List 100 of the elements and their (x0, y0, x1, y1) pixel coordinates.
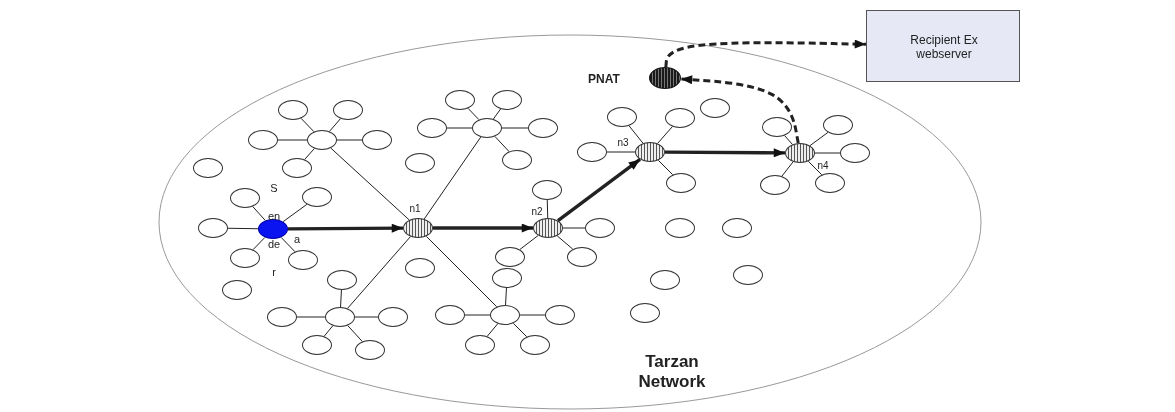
connector-line (546, 199, 549, 219)
node-circle (762, 117, 792, 137)
connector-line (300, 117, 315, 133)
node-circle (495, 247, 525, 267)
arrow (288, 223, 403, 233)
node-circle (198, 218, 228, 238)
arrow (557, 158, 641, 222)
connector-line (323, 325, 334, 337)
node-circle (405, 258, 435, 278)
node-circle (222, 280, 252, 300)
node-circle (492, 268, 522, 288)
node-circle (417, 118, 447, 138)
connector-line (467, 107, 480, 121)
connector-line (814, 152, 841, 154)
node-circle (665, 108, 695, 128)
connector-line (354, 316, 379, 318)
node-circle (585, 218, 615, 238)
connector-line (296, 316, 326, 318)
node-circle (267, 307, 297, 327)
node-label: n2 (531, 205, 543, 217)
node-circle (840, 143, 870, 163)
node-circle (405, 153, 435, 173)
connector-line (809, 131, 829, 147)
node-label: n3 (617, 136, 629, 148)
connector-line (486, 323, 499, 337)
node-circle (815, 173, 845, 193)
node-caption: a (293, 233, 301, 245)
node-circle (465, 335, 495, 355)
connector-line (519, 314, 546, 316)
node-circle (577, 142, 607, 162)
node-circle (307, 130, 337, 150)
node-label: n4 (817, 159, 829, 171)
node-circle (193, 158, 223, 178)
connector-line (330, 147, 410, 221)
arrow (664, 39, 867, 68)
node-circle (378, 307, 408, 327)
node-circle (327, 270, 357, 290)
node-circle (733, 265, 763, 285)
node-circle (230, 248, 260, 268)
node-circle (230, 188, 260, 208)
connector-line (556, 235, 574, 250)
node-circle (282, 158, 312, 178)
network-label: Tarzan Network (637, 352, 707, 392)
connector-line (657, 126, 673, 144)
connector-line (423, 136, 482, 220)
connector-line (347, 325, 363, 342)
node-circle (445, 90, 475, 110)
node-circle (665, 218, 695, 238)
node-circle (700, 98, 730, 118)
connector-line (628, 125, 644, 144)
node-circle (248, 130, 278, 150)
connector-line (329, 118, 341, 132)
node-circle (333, 100, 363, 120)
connector-line (784, 135, 793, 145)
connector-line (492, 108, 502, 120)
node-circle (650, 270, 680, 290)
connector-line (494, 136, 510, 152)
node-circle (532, 180, 562, 200)
node-circle (567, 247, 597, 267)
connector-line (280, 236, 296, 253)
connector-line (512, 322, 528, 338)
node-circle (528, 118, 558, 138)
node-circle (490, 305, 520, 325)
node-circle (722, 218, 752, 238)
node-circle (607, 107, 637, 127)
node-label: PNAT (588, 72, 620, 86)
connector-line (304, 148, 315, 160)
connector-line (340, 289, 342, 308)
connector-line (501, 127, 529, 129)
node-circle (760, 175, 790, 195)
node-circle (435, 305, 465, 325)
connector-line (425, 235, 498, 308)
connector-line (781, 161, 794, 177)
connector-line (464, 314, 491, 316)
arrow (433, 223, 533, 233)
connector-line (657, 159, 674, 176)
node-circle (288, 250, 318, 270)
connector-line (347, 236, 411, 309)
node-circle (630, 303, 660, 323)
server-label: Recipient Ex webserver (909, 33, 979, 61)
connector-line (505, 287, 507, 306)
connector-line (277, 139, 308, 141)
connector-line (807, 160, 823, 176)
node-circle (502, 150, 532, 170)
connector-line (336, 139, 363, 141)
connector-line (252, 206, 266, 221)
node-circle (666, 173, 696, 193)
arrow (680, 75, 800, 144)
server-box (866, 10, 1020, 82)
node-circle (278, 100, 308, 120)
node-circle (823, 115, 853, 135)
connector-line (519, 235, 539, 250)
connector-line (227, 227, 259, 230)
node-circle (355, 340, 385, 360)
node-circle (492, 90, 522, 110)
node-circle (362, 130, 392, 150)
connector-line (562, 227, 586, 229)
node-label: n1 (409, 202, 421, 214)
node-circle (302, 187, 332, 207)
node-label: S en de r (266, 181, 282, 280)
